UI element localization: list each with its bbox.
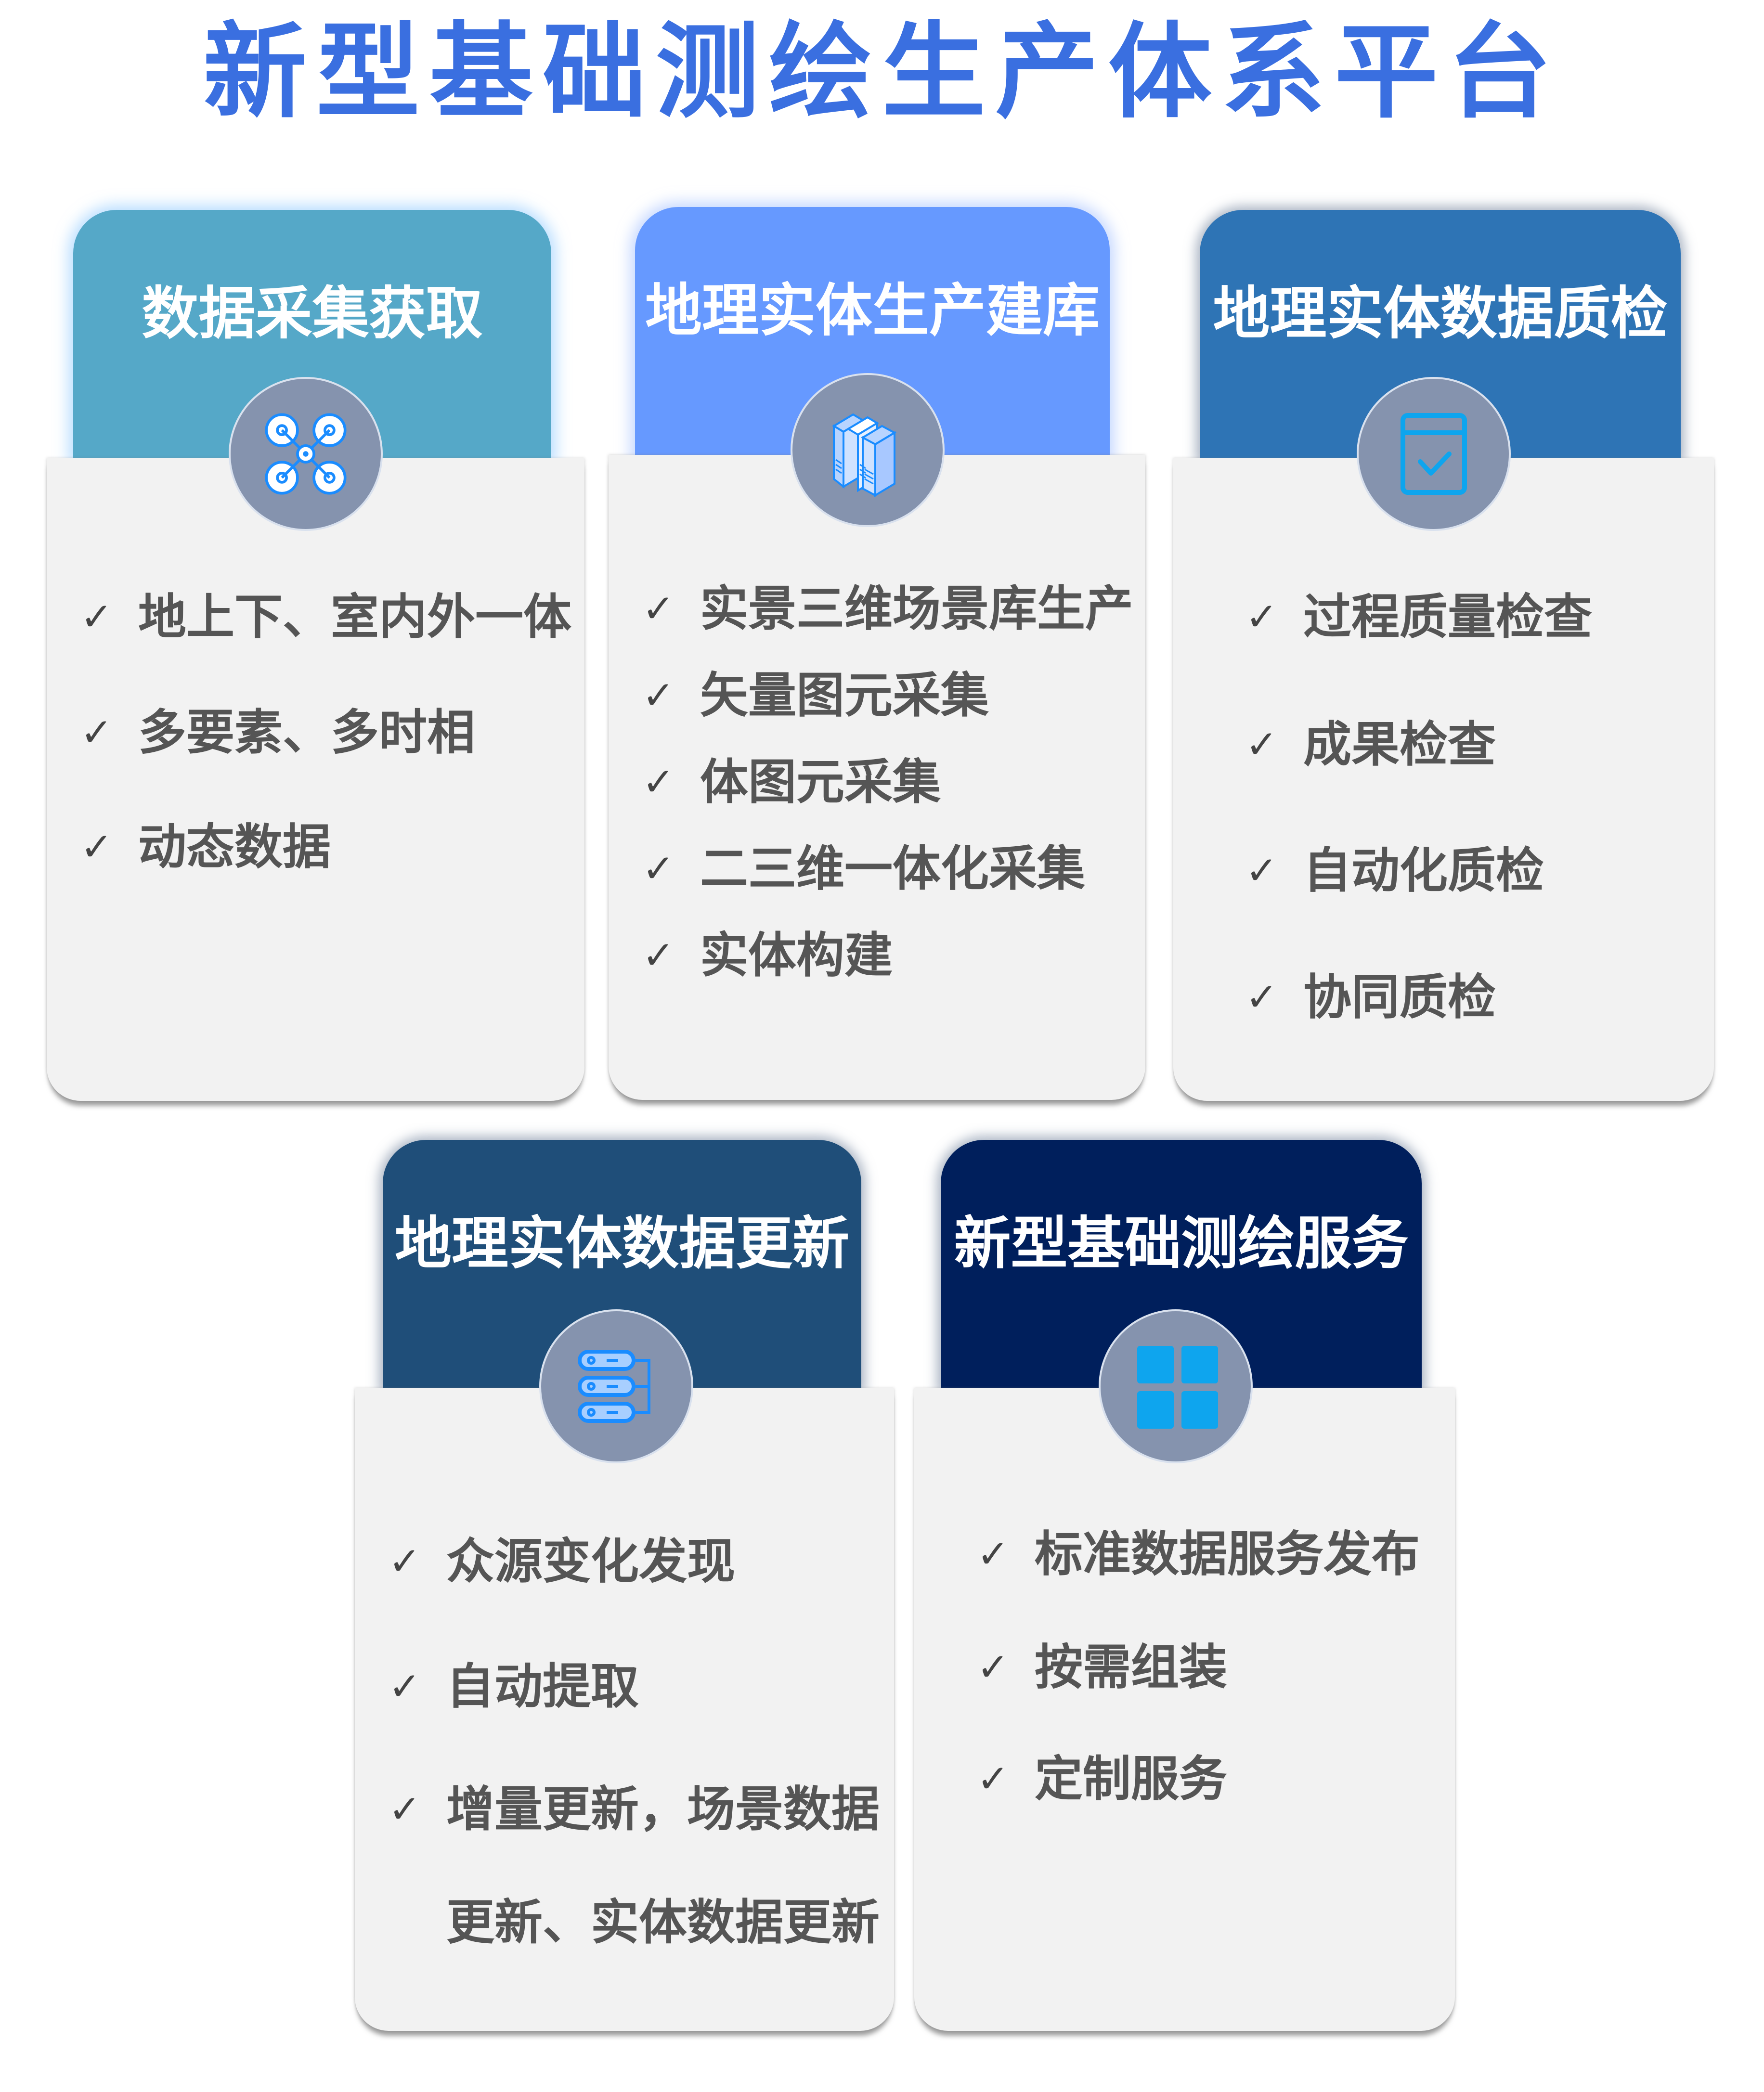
list-item: ✓定制服务 — [977, 1751, 1227, 1807]
card-title: 新型基础测绘服务 — [954, 1210, 1409, 1277]
check-icon: ✓ — [80, 594, 113, 639]
card-header: 地理实体数据更新 — [383, 1140, 861, 1390]
list-item: ✓过程质量检查 — [1245, 589, 1592, 645]
check-icon: ✓ — [389, 1539, 421, 1584]
card-title: 地理实体数据质检 — [1213, 280, 1668, 347]
check-icon: ✓ — [642, 846, 675, 891]
list-item: ✓标准数据服务发布 — [977, 1526, 1420, 1582]
server-rack-icon — [791, 373, 945, 527]
check-icon: ✓ — [977, 1532, 1010, 1576]
card-title: 数据采集获取 — [142, 280, 483, 347]
check-icon: ✓ — [1245, 594, 1278, 639]
check-icon: ✓ — [1245, 975, 1278, 1020]
card-title: 地理实体数据更新 — [394, 1210, 849, 1277]
check-icon: ✓ — [642, 933, 675, 978]
list-item: ✓自动化质检 — [1245, 842, 1544, 899]
check-icon: ✓ — [642, 760, 675, 804]
card-body: ✓众源变化发现 ✓自动提取 ✓增量更新，场景数据 ✓更新、实体数据更新 — [355, 1388, 894, 2031]
check-icon: ✓ — [80, 710, 113, 755]
list-item: ✓动态数据 — [80, 819, 331, 875]
list-item: ✓协同质检 — [1245, 969, 1496, 1025]
check-icon: ✓ — [977, 1756, 1010, 1801]
card-body: ✓标准数据服务发布 ✓按需组装 ✓定制服务 — [914, 1388, 1455, 2031]
card-body: ✓地上下、室内外一体 ✓多要素、多时相 ✓动态数据 — [47, 458, 584, 1101]
list-item: ✓体图元采集 — [642, 754, 941, 810]
list-item: ✓地上下、室内外一体 — [80, 589, 571, 645]
check-icon: ✓ — [80, 825, 113, 869]
check-icon: ✓ — [389, 1787, 421, 1832]
check-icon: ✓ — [1245, 848, 1278, 893]
list-item: ✓按需组装 — [977, 1639, 1227, 1695]
list-item: ✓矢量图元采集 — [642, 667, 989, 723]
drone-icon — [229, 377, 383, 531]
list-item: ✓实景三维场景库生产 — [642, 581, 1133, 637]
check-icon: ✓ — [977, 1645, 1010, 1690]
card-body: ✓实景三维场景库生产 ✓矢量图元采集 ✓体图元采集 ✓二三维一体化采集 ✓实体构… — [609, 455, 1145, 1100]
list-item-continuation: ✓更新、实体数据更新 — [446, 1894, 880, 1950]
card-body: ✓过程质量检查 ✓成果检查 ✓自动化质检 ✓协同质检 — [1173, 458, 1714, 1101]
page-title: 新型基础测绘生产体系平台 — [203, 12, 1561, 132]
database-servers-icon — [539, 1309, 693, 1463]
check-icon: ✓ — [1245, 722, 1278, 767]
check-icon: ✓ — [389, 1664, 421, 1709]
checklist-window-icon — [1357, 377, 1511, 531]
list-item: ✓实体构建 — [642, 927, 893, 983]
list-item: ✓二三维一体化采集 — [642, 840, 1085, 897]
card-title: 地理实体生产建库 — [645, 277, 1100, 344]
list-item: ✓众源变化发现 — [389, 1533, 735, 1589]
grid-tiles-icon — [1099, 1309, 1253, 1463]
check-icon: ✓ — [642, 673, 675, 718]
list-item: ✓自动提取 — [389, 1658, 639, 1715]
list-item: ✓多要素、多时相 — [80, 704, 475, 761]
check-icon: ✓ — [642, 586, 675, 631]
list-item: ✓增量更新，场景数据 — [389, 1781, 880, 1837]
list-item: ✓成果检查 — [1245, 716, 1496, 773]
